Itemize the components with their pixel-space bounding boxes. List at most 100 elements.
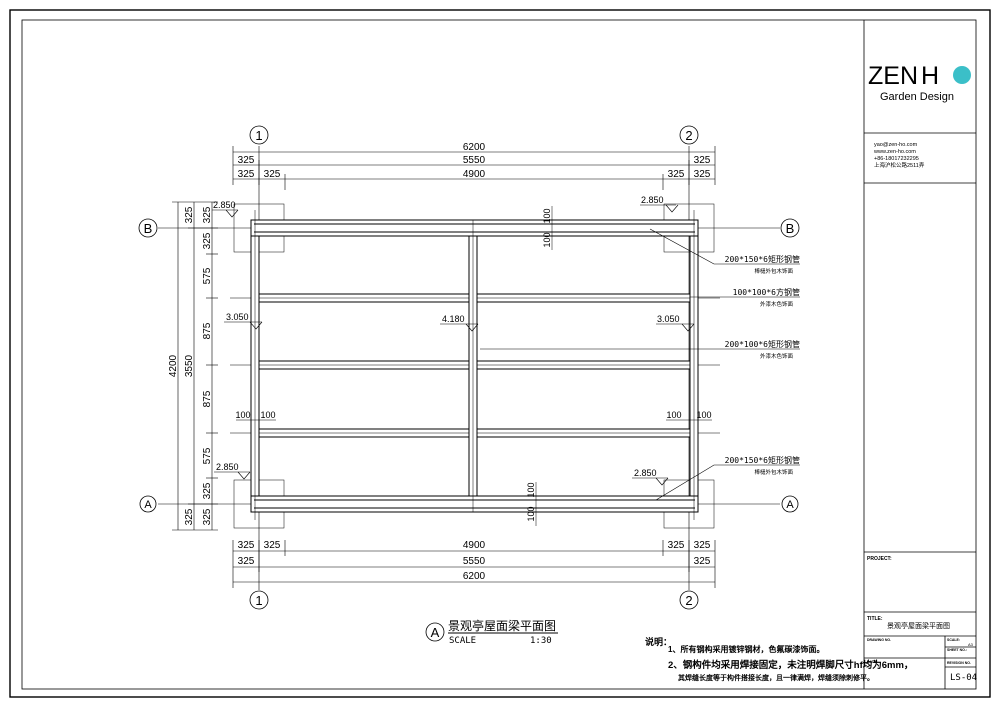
dim-left-875-1: 875 — [202, 322, 213, 339]
notes-heading: 说明： — [645, 636, 672, 647]
dim-top-5550: 5550 — [463, 155, 486, 166]
logo-text-zen: ZEN — [868, 62, 918, 90]
sheet-no-label: SHEET NO.: — [947, 648, 967, 652]
grid-bubble-2-top — [679, 125, 699, 145]
dim-top-325-r3: 325 — [694, 169, 711, 180]
grid-label-1-bottom: 1 — [255, 593, 262, 608]
beam-b-200x150 — [250, 219, 699, 237]
scale-value: A3 — [968, 642, 974, 647]
grid-label-a-left: A — [144, 499, 152, 511]
dim-left-575-top: 575 — [202, 267, 213, 284]
grid-bubble-1-top — [249, 125, 269, 145]
dim-100-bottom-b: 100 — [526, 506, 536, 521]
inner-border — [21, 19, 977, 690]
revision-label: REVISION NO. — [947, 661, 971, 665]
dim-bottom-4900: 4900 — [463, 540, 486, 551]
contact-website[interactable]: www.zen-ho.com — [873, 149, 916, 155]
grid-label-a-right: A — [786, 499, 794, 511]
dim-top-4900: 4900 — [463, 169, 486, 180]
dim-top-325-r1: 325 — [694, 155, 711, 166]
grid-label-2-bottom: 2 — [685, 593, 692, 608]
grid-label-b-left: B — [144, 221, 153, 236]
dim-left-575-bottom: 575 — [202, 447, 213, 464]
level-3050-right: 3.050 — [657, 314, 680, 324]
date-label: DATE: — [867, 660, 877, 664]
drawing-marker-circle — [425, 622, 445, 642]
dim-bottom-325-r1: 325 — [668, 540, 685, 551]
callout-3-size: 200*100*6矩形钢管 — [725, 339, 800, 349]
dim-top-6200: 6200 — [463, 142, 486, 153]
dim-top-325-l3: 325 — [264, 169, 281, 180]
title-label: TITLE: — [867, 616, 883, 622]
dim-left-325-t3: 325 — [202, 232, 213, 249]
bottom-dimension-lines — [232, 540, 716, 588]
dim-top-325-r2: 325 — [668, 169, 685, 180]
left-dimension-lines — [172, 201, 218, 531]
contact-email[interactable]: yao@zen-ho.com — [874, 142, 918, 148]
dim-100-right-b: 100 — [696, 410, 711, 420]
grid-label-1-top: 1 — [255, 128, 262, 143]
dim-100-left-b: 100 — [260, 410, 275, 420]
dim-100-top-b: 100 — [542, 232, 552, 247]
scale-label: SCALE: — [947, 638, 960, 642]
dim-bottom-6200: 6200 — [463, 571, 486, 582]
level-2850-top-right: 2.850 — [641, 195, 664, 205]
dim-left-325-b3: 325 — [202, 508, 213, 525]
contact-address: 上海沪松公路2511弄 — [874, 161, 925, 169]
dim-top-325-l2: 325 — [238, 169, 255, 180]
grid-bubble-2-bottom — [679, 590, 699, 610]
callout-2-size: 100*100*6方钢管 — [733, 287, 800, 297]
dim-bottom-325-r2: 325 — [694, 540, 711, 551]
grid-bubble-a-left — [139, 495, 157, 513]
callout-4-size: 200*150*6矩形钢管 — [725, 455, 800, 465]
dim-100-lines — [236, 206, 712, 526]
dim-bottom-325-l3: 325 — [238, 556, 255, 567]
beam-a-200x150 — [250, 495, 699, 513]
callout-1-size: 200*150*6矩形钢管 — [725, 254, 800, 264]
dim-left-325-t1: 325 — [184, 206, 195, 223]
level-markers — [212, 204, 695, 486]
dim-left-875-2: 875 — [202, 390, 213, 407]
title-value: 景观亭屋面梁平面图 — [887, 621, 950, 630]
dim-left-4200: 4200 — [168, 354, 179, 377]
dim-bottom-5550: 5550 — [463, 556, 486, 567]
dim-100-left-a: 100 — [235, 410, 250, 420]
contact-phone: +86-18017232295 — [874, 156, 919, 162]
drawing-title-name: 景观亭屋面梁平面图 — [448, 618, 556, 633]
callout-3-note: 外漆木色饰面 — [760, 352, 794, 360]
level-2850-top-left: 2.850 — [213, 200, 236, 210]
project-label: PROJECT: — [867, 556, 892, 562]
grid-bubble-b-right — [780, 218, 800, 238]
level-3050-left: 3.050 — [226, 312, 249, 322]
logo-subtitle: Garden Design — [880, 91, 954, 103]
dim-left-325-b2: 325 — [202, 482, 213, 499]
drawing-scale-label: SCALE — [449, 636, 476, 646]
drawing-no-label: DRAWING NO. — [867, 638, 891, 642]
sheet-code: LS-04 — [950, 673, 977, 683]
dim-100-bottom-a: 100 — [526, 482, 536, 497]
dim-left-325-b1: 325 — [184, 508, 195, 525]
level-2850-bottom-right: 2.850 — [634, 468, 657, 478]
dim-left-3550: 3550 — [184, 354, 195, 377]
dim-100-right-a: 100 — [666, 410, 681, 420]
dim-100-top-a: 100 — [542, 208, 552, 223]
grid-label-b-right: B — [786, 221, 795, 236]
note-1: 1、所有钢构采用镀锌钢材，色氟碳漆饰面。 — [668, 644, 824, 654]
dim-bottom-325-l1: 325 — [238, 540, 255, 551]
note-2a: 2、钢构件均采用焊接固定，未注明焊脚尺寸hf均为6mm， — [668, 659, 913, 671]
title-block — [863, 20, 976, 689]
grid-bubble-1-bottom — [249, 590, 269, 610]
drawing-scale-value: 1:30 — [530, 636, 552, 646]
note-2b: 其焊缝长度等于构件搭接长度，且一律满焊，焊缝须除刺修平。 — [678, 673, 874, 682]
callout-1-note: 棒槌外包木饰面 — [754, 267, 793, 275]
grid-bubble-a-right — [781, 495, 799, 513]
top-dimension-lines — [232, 146, 716, 190]
beams — [230, 210, 720, 520]
callout-4-note: 棒槌外包木饰面 — [754, 468, 793, 476]
dim-top-325-l1: 325 — [238, 155, 255, 166]
outer-border — [9, 9, 991, 698]
grid-label-2-top: 2 — [685, 128, 692, 143]
logo-circle — [953, 66, 971, 84]
dim-left-325-t2: 325 — [202, 206, 213, 223]
